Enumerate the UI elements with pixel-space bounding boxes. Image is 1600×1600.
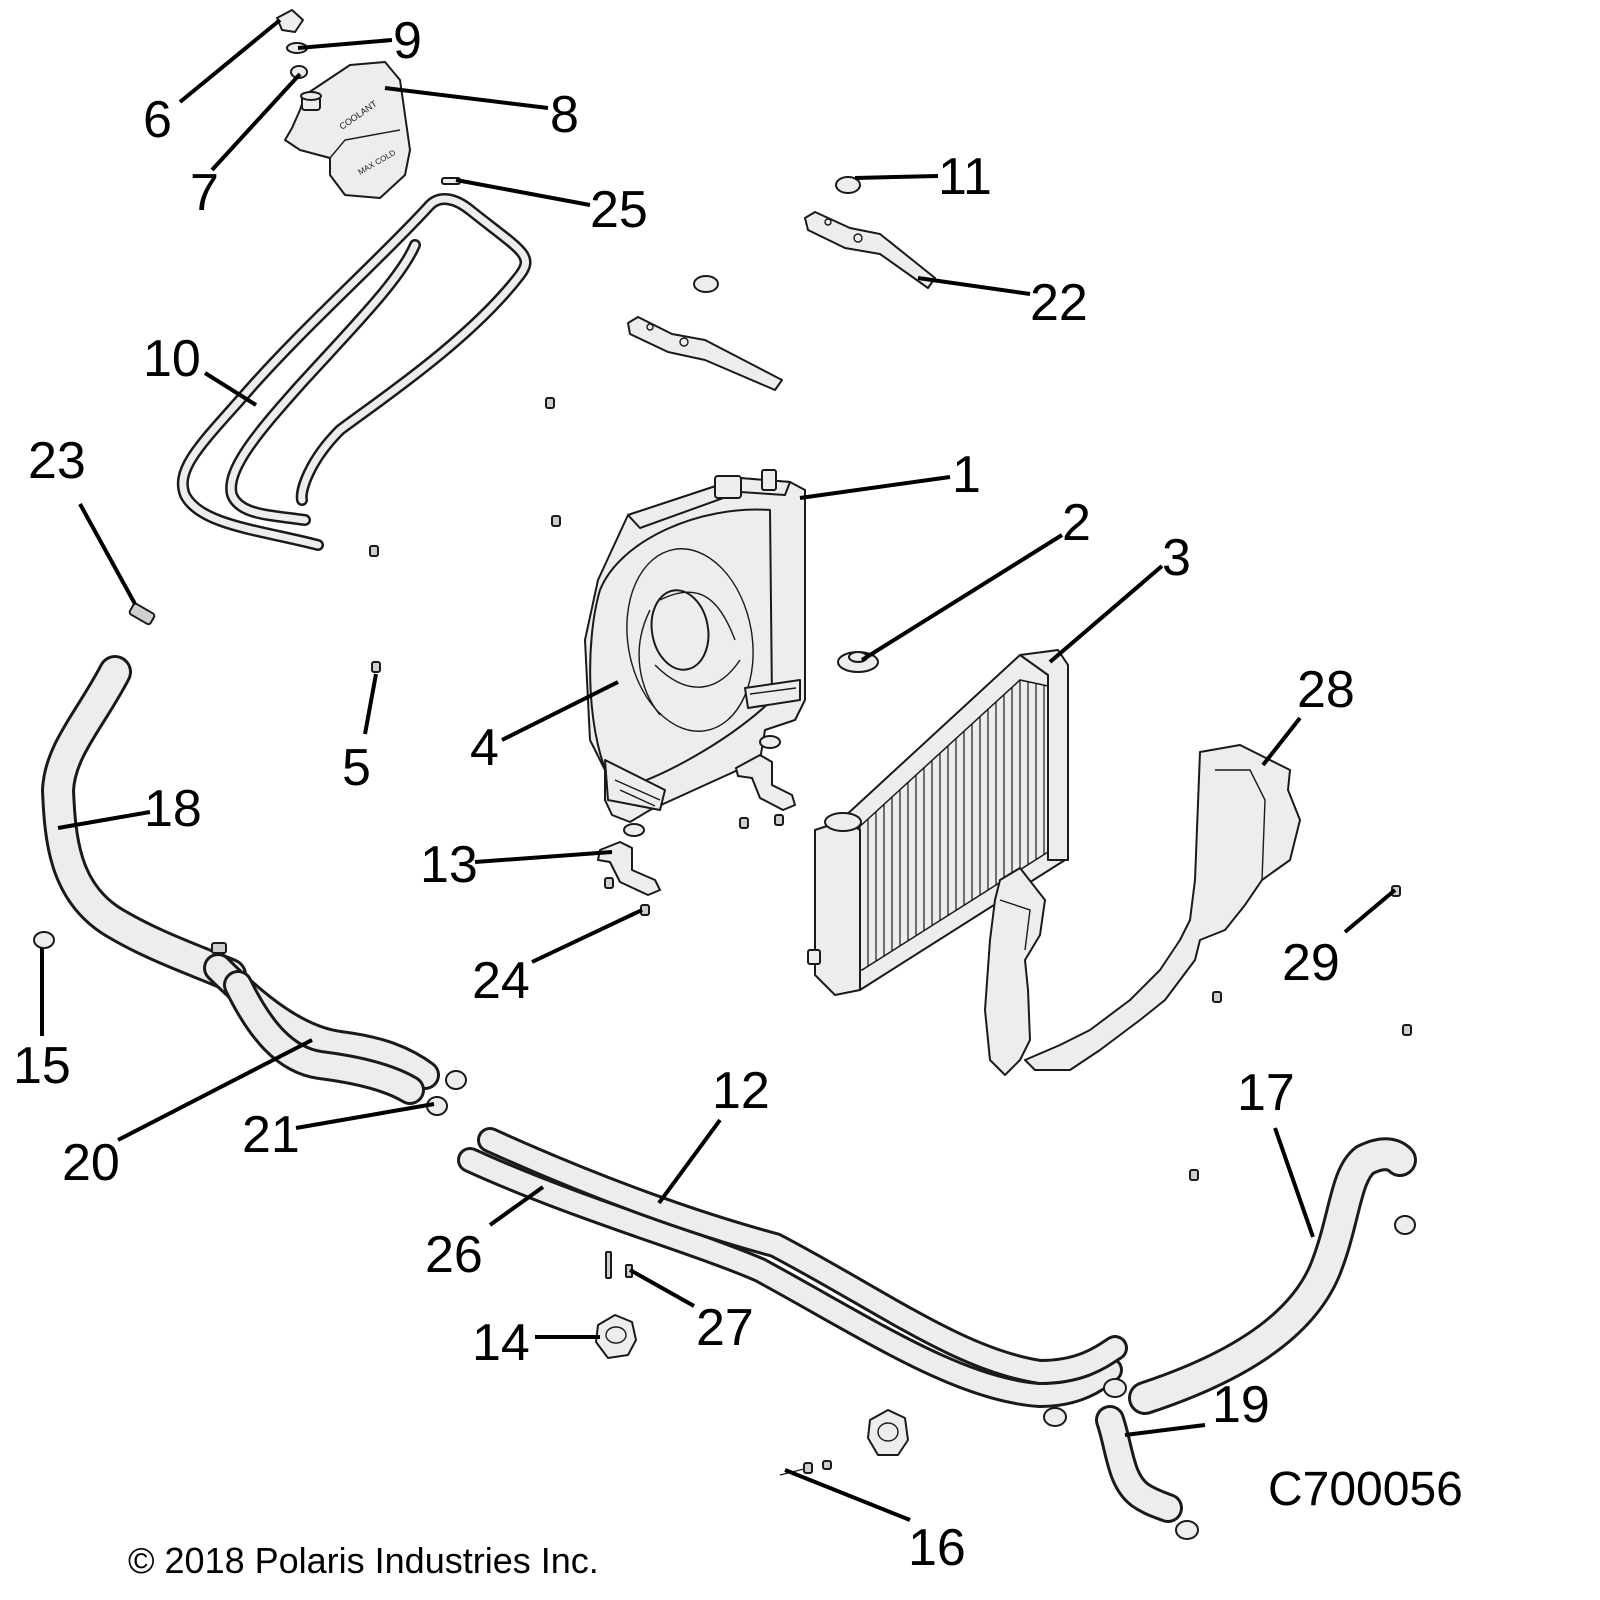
callout-27: 27 (696, 1299, 754, 1357)
callout-2: 2 (1062, 494, 1091, 552)
callout-4: 4 (470, 719, 499, 777)
grommet-upper (693, 275, 719, 293)
callout-7: 7 (190, 164, 219, 222)
hose-20 (203, 953, 440, 1105)
leader-lines (40, 18, 1397, 1522)
callout-12: 12 (712, 1062, 770, 1120)
callout-14: 14 (472, 1314, 530, 1372)
callout-23: 23 (28, 432, 86, 490)
callout-1: 1 (952, 446, 981, 504)
callout-labels: 1 2 3 4 5 6 7 8 9 10 11 12 13 14 15 16 1… (13, 12, 1355, 1577)
thermostat-housing-lower (867, 1409, 909, 1456)
thermostat-housing-14 (595, 1314, 637, 1359)
callout-5: 5 (342, 739, 371, 797)
callout-26: 26 (425, 1226, 483, 1284)
mount-bracket-13 (597, 823, 661, 896)
callout-22: 22 (1030, 274, 1088, 332)
callout-18: 18 (144, 780, 202, 838)
callout-10: 10 (143, 330, 201, 388)
callout-28: 28 (1297, 661, 1355, 719)
hose-12 (477, 1127, 1128, 1385)
callout-17: 17 (1237, 1064, 1295, 1122)
hose-19 (1095, 1405, 1183, 1523)
mount-bracket-upper (735, 735, 796, 811)
callout-19: 19 (1212, 1376, 1270, 1434)
hose-17 (1128, 1137, 1417, 1415)
hose-26 (457, 1147, 1123, 1408)
bracket-22-lower (627, 316, 783, 391)
callout-3: 3 (1162, 529, 1191, 587)
overflow-hose-10 (176, 193, 532, 551)
callout-20: 20 (62, 1134, 120, 1192)
callout-15: 15 (13, 1037, 71, 1095)
fastener-group (128, 397, 1412, 1476)
reservoir-cap-6 (276, 9, 304, 33)
callout-11: 11 (938, 148, 992, 206)
drawing-id: C700056 (1268, 1463, 1463, 1516)
callout-13: 13 (420, 836, 478, 894)
callout-16: 16 (908, 1519, 966, 1577)
callout-6: 6 (143, 91, 172, 149)
hose-18 (41, 655, 247, 992)
callout-25: 25 (590, 181, 648, 239)
air-duct-28 (984, 744, 1301, 1076)
bracket-22-upper (804, 211, 936, 289)
clamp-group (33, 931, 1416, 1540)
radiator (807, 649, 1069, 996)
callout-21: 21 (242, 1106, 300, 1164)
grommet-11 (835, 176, 861, 194)
fan-shroud-assembly (584, 469, 806, 823)
callout-8: 8 (550, 86, 579, 144)
copyright-notice: © 2018 Polaris Industries Inc. (128, 1540, 599, 1581)
coolant-reservoir: COOLANT MAX COLD (284, 61, 411, 199)
callout-9: 9 (393, 12, 422, 70)
callout-24: 24 (472, 952, 530, 1010)
callout-29: 29 (1282, 934, 1340, 992)
